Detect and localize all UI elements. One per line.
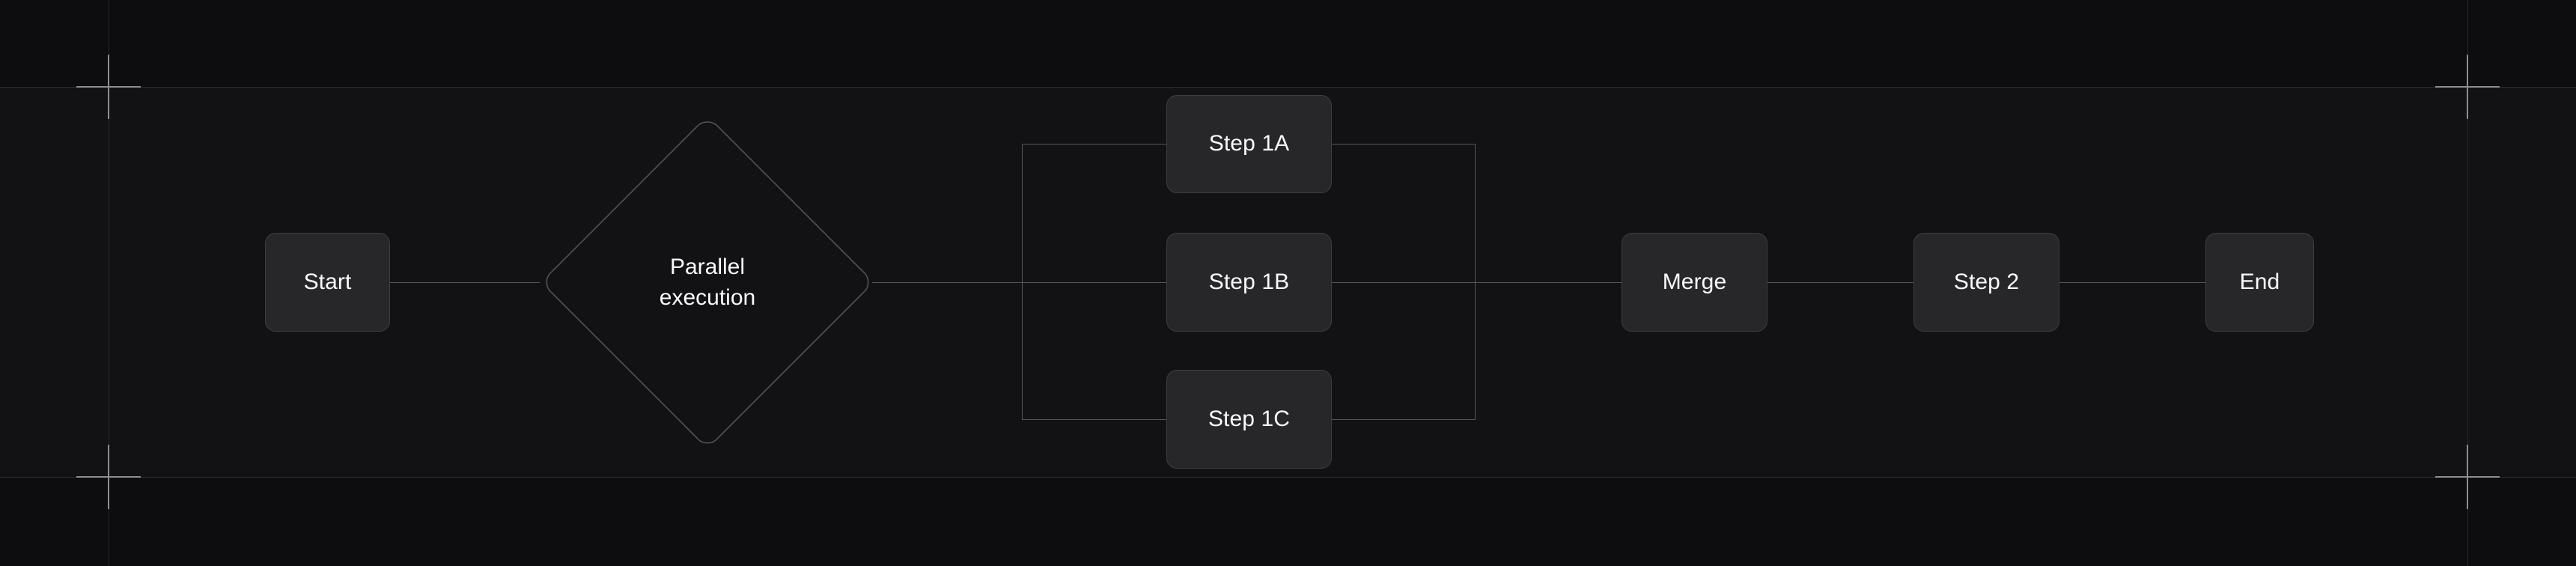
edge-fanout-bus	[1022, 144, 1023, 420]
node-merge-label: Merge	[1662, 269, 1727, 294]
edge-fanin-to-merge	[1475, 282, 1622, 283]
node-end-label: End	[2239, 269, 2280, 294]
node-merge[interactable]: Merge	[1622, 233, 1767, 332]
guide-line-bottom	[0, 477, 2576, 478]
node-step-1a[interactable]: Step 1A	[1166, 95, 1332, 193]
edge-step1c-to-fanin	[1331, 419, 1476, 420]
edge-fanout-to-step1c	[1022, 419, 1168, 420]
diamond-shape-icon	[546, 121, 869, 444]
crosshair-marker-bottom-left	[76, 445, 141, 509]
node-step-2[interactable]: Step 2	[1913, 233, 2059, 332]
node-parallel-execution[interactable]: Parallel execution	[541, 116, 874, 448]
node-step-2-label: Step 2	[1953, 269, 2020, 294]
edge-merge-to-step2	[1767, 282, 1913, 283]
edge-step1b-to-fanin	[1331, 282, 1476, 283]
node-end[interactable]: End	[2205, 233, 2314, 332]
guide-line-top	[0, 87, 2576, 88]
crosshair-marker-bottom-right	[2435, 445, 2500, 509]
guide-line-right	[2467, 0, 2468, 566]
node-step-1c[interactable]: Step 1C	[1166, 370, 1332, 469]
edge-fanin-bus	[1475, 144, 1476, 420]
edge-start-to-parallel	[390, 282, 540, 283]
node-start-label: Start	[303, 269, 352, 294]
crosshair-marker-top-left	[76, 55, 141, 119]
edge-parallel-to-fanout	[872, 282, 1022, 283]
node-step-1b-label: Step 1B	[1208, 269, 1290, 294]
node-start[interactable]: Start	[265, 233, 390, 332]
crosshair-marker-top-right	[2435, 55, 2500, 119]
node-step-1c-label: Step 1C	[1208, 406, 1291, 431]
node-step-1b[interactable]: Step 1B	[1166, 233, 1332, 332]
node-step-1a-label: Step 1A	[1208, 131, 1290, 156]
edge-step2-to-end	[2059, 282, 2205, 283]
edge-fanout-to-step1b	[1022, 282, 1168, 283]
